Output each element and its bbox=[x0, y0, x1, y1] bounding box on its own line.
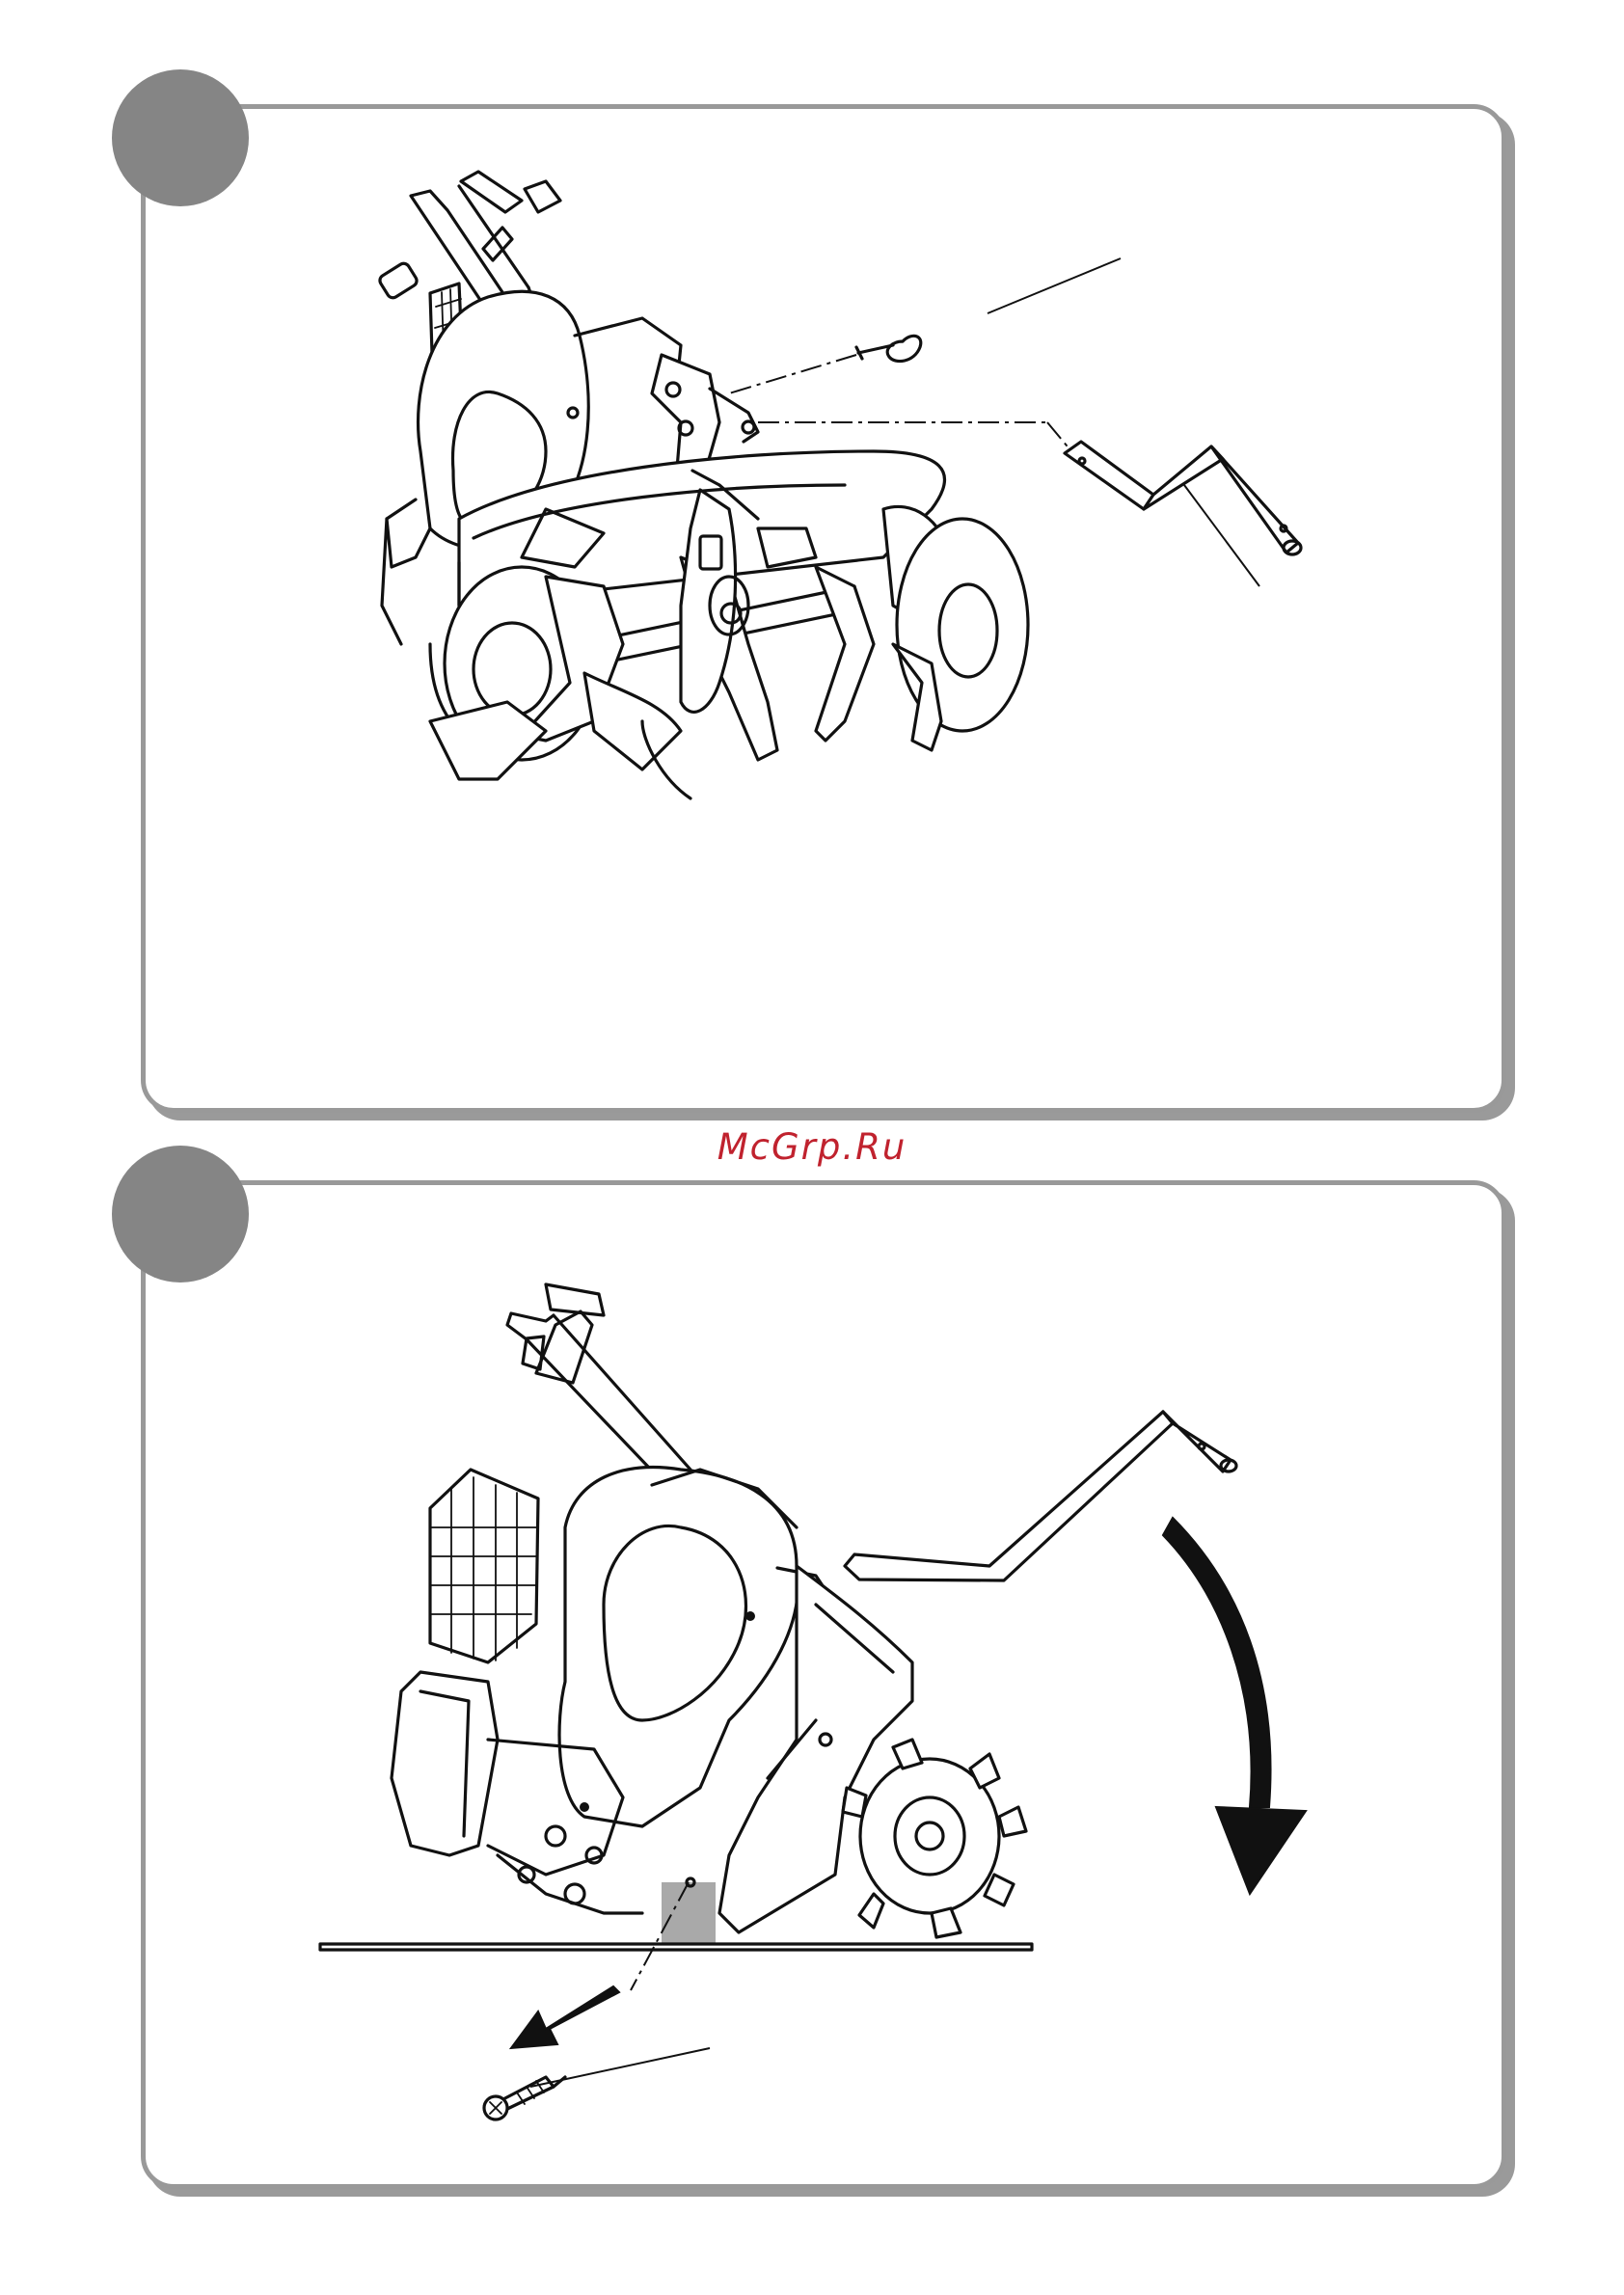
tiller-tilt-illustration bbox=[141, 1180, 1506, 2189]
tiller-handle-assembly-illustration bbox=[141, 104, 1506, 1113]
handle-bar-part bbox=[1065, 442, 1301, 554]
fuel-guard-cage bbox=[430, 1470, 538, 1662]
ground-line bbox=[320, 1944, 1032, 1950]
leader-line-screw bbox=[530, 2048, 710, 2087]
support-block bbox=[662, 1882, 716, 1946]
assembly-line-1 bbox=[729, 355, 856, 393]
handle-column bbox=[507, 1284, 690, 1489]
leader-line-clip bbox=[988, 258, 1121, 313]
screw bbox=[484, 2077, 565, 2120]
rotation-arrow bbox=[1163, 1518, 1306, 1894]
watermark: McGrp.Ru bbox=[0, 1126, 1624, 1168]
handle-bar bbox=[845, 1412, 1236, 1580]
removal-arrow bbox=[511, 1986, 619, 2048]
assembly-line-3 bbox=[1047, 422, 1071, 451]
right-wheel bbox=[897, 519, 1028, 731]
hair-pin-clip bbox=[856, 336, 921, 361]
wheel-with-tines bbox=[843, 1740, 1026, 1937]
